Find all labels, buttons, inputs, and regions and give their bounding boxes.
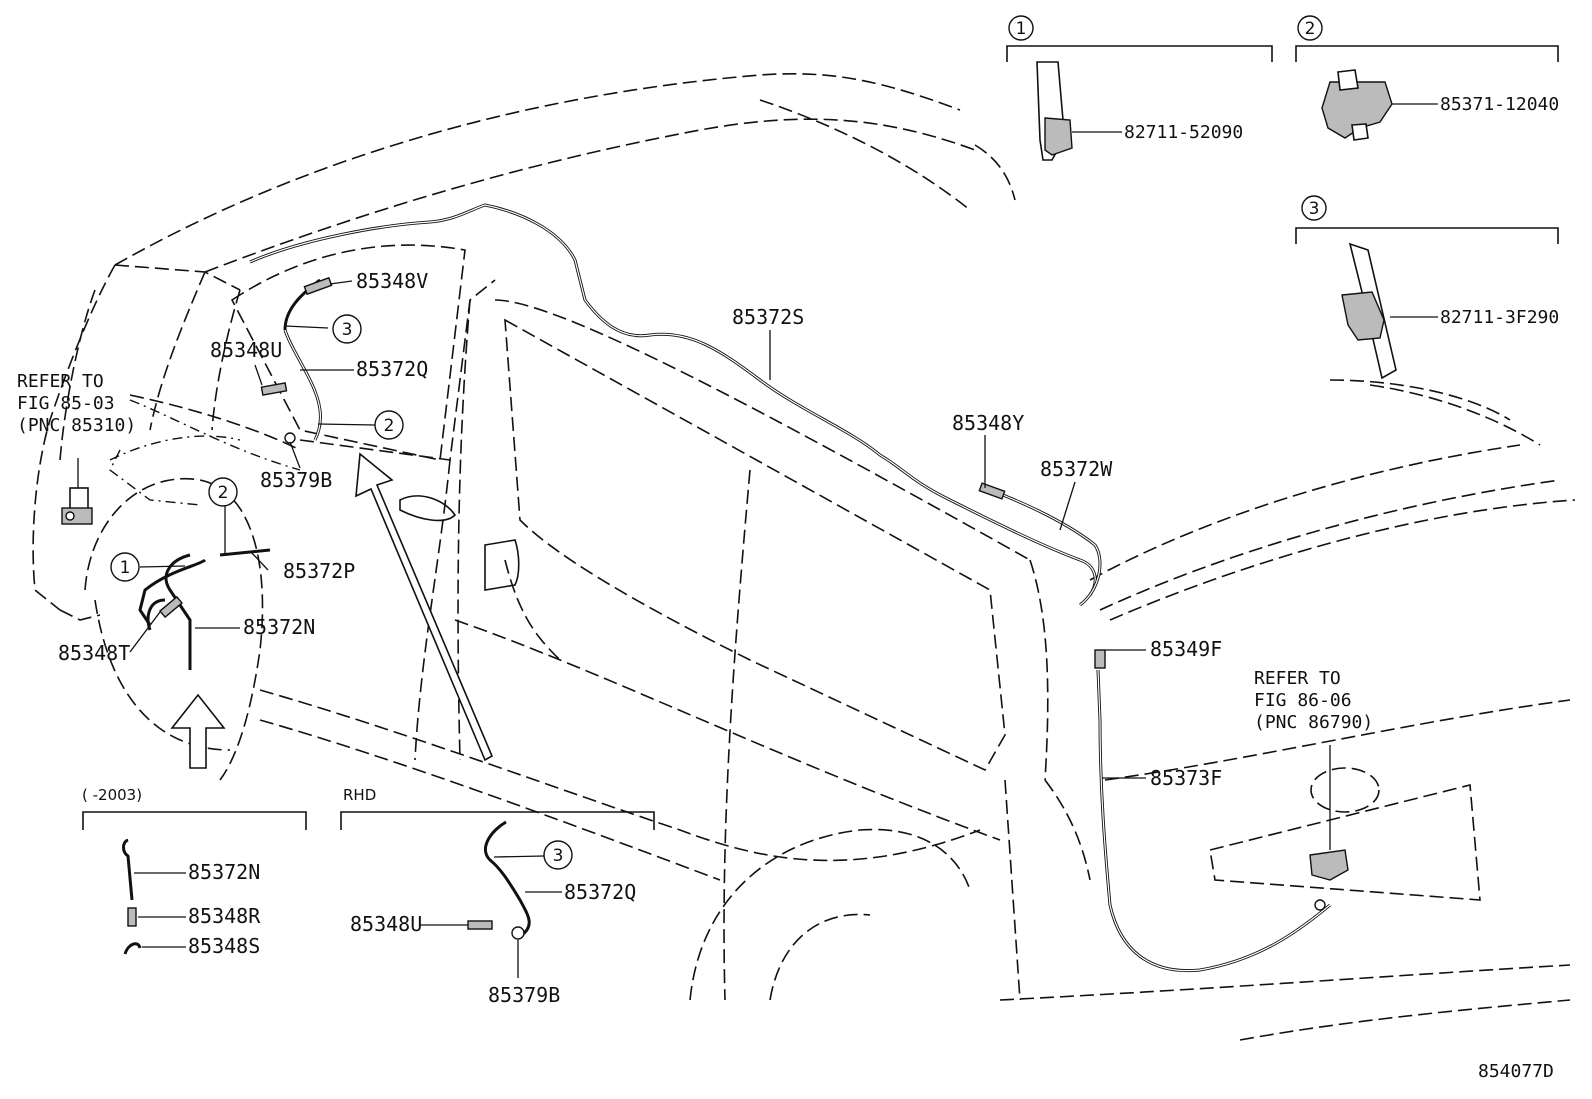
inset-rhd-caption: RHD [343,786,376,804]
marker-3-front [332,314,362,344]
marker-2-label: 2 [384,416,395,436]
marker-2-front [374,410,404,440]
inset-before-2003-part-3: 85348S [188,934,260,958]
callout-85348T: 85348T [58,641,130,665]
inset-before-2003-part-1: 85372N [188,860,260,884]
callout-85373F: 85373F [1150,766,1222,790]
callout-85372P: 85372P [283,559,355,583]
marker-3-label: 3 [342,320,353,340]
inset-rhd-marker: 3 [553,846,564,866]
view-arrows [170,452,494,769]
inset-1-part: 82711-52090 [1124,122,1243,143]
diagram-code: 854077D [1478,1061,1554,1082]
inset-rhd: RHD 3 85372Q 85348U 85379B [340,786,655,1007]
refer-rear-line3: (PNC 86790) [1254,712,1373,733]
marker-2-wheel [208,477,238,507]
callout-85372S: 85372S [732,305,804,329]
inset-1-number: 1 [1016,19,1027,39]
hose-joints [159,276,1326,911]
marker-2-wheel-label: 2 [218,483,229,503]
callout-85372Q: 85372Q [356,357,428,381]
inset-3-number: 3 [1309,199,1320,219]
refer-front-line3: (PNC 85310) [17,415,136,436]
callout-labels: 85348V 85348U 85372Q 85379B 85372P 85372… [58,269,1222,790]
leader-lines [129,280,1146,779]
inset-before-2003-part-2: 85348R [188,904,261,928]
rear-washer-nozzle [1309,745,1349,881]
refer-front-line2: FIG 85-03 [17,393,115,414]
callout-85348U: 85348U [210,338,282,362]
marker-circles: 3 2 2 1 [110,314,404,582]
refer-rear-line1: REFER TO [1254,668,1341,689]
refer-rear-line2: FIG 86-06 [1254,690,1352,711]
callout-85348Y: 85348Y [952,411,1024,435]
inset-3: 3 82711-3F290 [1295,195,1559,380]
marker-1-wheel [110,552,140,582]
front-washer-pump [61,394,301,525]
callout-85372W: 85372W [1040,457,1113,481]
inset-2: 2 85371-12040 [1295,15,1559,141]
inset-3-part: 82711-3F290 [1440,307,1559,328]
inset-2-number: 2 [1305,19,1316,39]
refer-rear: REFER TO FIG 86-06 (PNC 86790) [1254,668,1373,733]
marker-1-wheel-label: 1 [120,558,131,578]
callout-85379B: 85379B [260,468,332,492]
inset-1: 1 82711-52090 [1006,15,1273,161]
inset-before-2003-caption: ( -2003) [82,786,142,804]
washer-hose-routing [138,203,1331,973]
callout-85348V: 85348V [356,269,428,293]
inset-rhd-part-2: 85348U [350,912,422,936]
inset-rhd-part-3: 85379B [488,983,560,1007]
inset-rhd-part-1: 85372Q [564,880,636,904]
refer-front-line1: REFER TO [17,371,104,392]
inset-before-2003: ( -2003) 85372N 85348R 85348S [82,786,307,958]
callout-85349F: 85349F [1150,637,1222,661]
refer-front: REFER TO FIG 85-03 (PNC 85310) [17,371,136,436]
inset-2-part: 85371-12040 [1440,94,1559,115]
vehicle-body-outline [32,73,1576,1041]
callout-85372N: 85372N [243,615,315,639]
